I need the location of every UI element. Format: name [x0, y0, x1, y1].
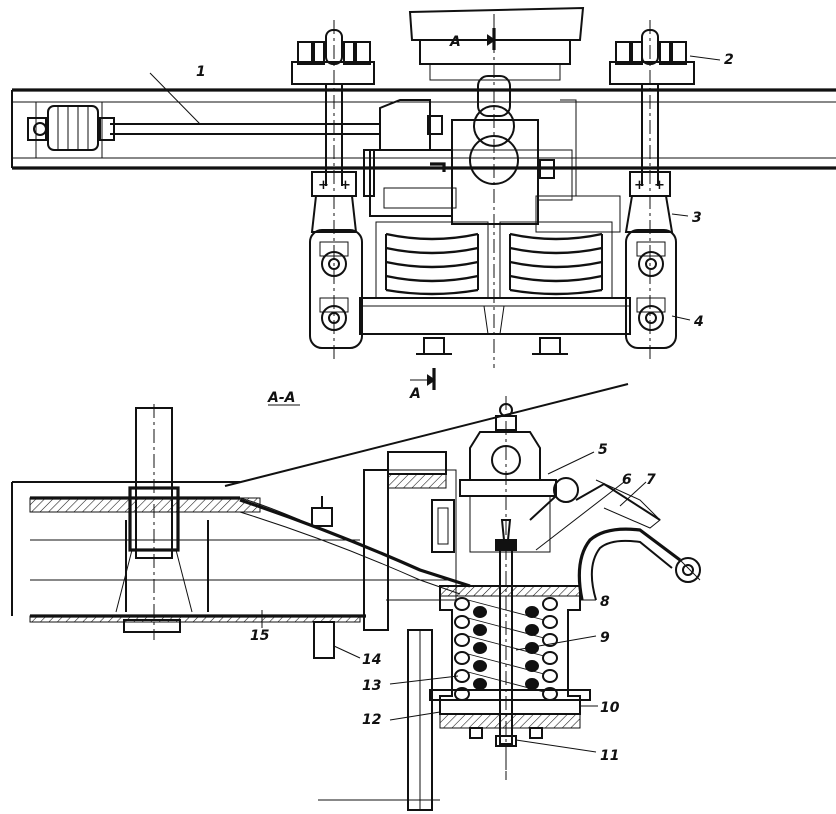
- callout-14: 14: [362, 652, 381, 668]
- spring-group-left: [375, 221, 489, 299]
- bolster-top-block: [408, 6, 585, 81]
- right-hanger-link: [624, 195, 691, 349]
- callout-15: 15: [250, 628, 270, 644]
- callout-1: 1: [196, 64, 206, 80]
- section-view: A-A: [11, 383, 701, 811]
- spring-housing: [429, 585, 591, 739]
- coil-spring-section: [454, 597, 558, 701]
- sloping-strap: [239, 496, 471, 595]
- damper-rod-9: [495, 519, 517, 770]
- pipe-7: [577, 527, 701, 601]
- callout-11: 11: [600, 748, 619, 764]
- rod-1: [27, 72, 380, 151]
- svg-text:+: +: [340, 178, 351, 193]
- callout-2: 2: [724, 52, 734, 68]
- coil-right-column: [525, 597, 558, 701]
- section-cut-bottom: A: [409, 368, 436, 402]
- section-cut-bottom-label: A: [409, 386, 421, 402]
- body-slope-line: [224, 383, 629, 487]
- callout-10: 10: [600, 700, 620, 716]
- svg-text:+: +: [318, 178, 329, 193]
- left-hanger-top: + +: [291, 20, 375, 360]
- pedestal-box: [363, 451, 457, 811]
- section-view-title: A-A: [267, 390, 295, 406]
- callout-7: 7: [646, 472, 656, 488]
- side-frame-beam: [11, 88, 836, 170]
- vertical-post: [115, 404, 209, 640]
- callout-8: 8: [600, 594, 610, 610]
- side-frame-section: [11, 481, 450, 633]
- svg-text:+: +: [634, 178, 645, 193]
- callout-12: 12: [362, 712, 381, 728]
- left-hanger-link: [309, 195, 363, 349]
- spring-plank: [359, 297, 631, 355]
- callout-13: 13: [362, 678, 381, 694]
- svg-text:+: +: [654, 178, 665, 193]
- callout-9: 9: [600, 630, 610, 646]
- spring-group-right: [499, 221, 613, 299]
- plan-view: + + + +: [11, 6, 836, 402]
- coil-left-column: [454, 597, 487, 701]
- callout-3: 3: [692, 210, 702, 226]
- center-pivot-assembly: [363, 14, 621, 368]
- section-cut-top-label: A: [449, 34, 461, 50]
- lug-14: [313, 621, 335, 659]
- callout-4: 4: [693, 314, 704, 330]
- callout-labels: 1 2 3 4 5 6 7 8 9 10 11 12 13 14 15: [196, 52, 734, 764]
- callout-5: 5: [598, 442, 608, 458]
- lever-linkage: [529, 477, 661, 529]
- section-cut-top: A: [449, 28, 496, 50]
- leader-lines: [261, 451, 647, 753]
- callout-6: 6: [622, 472, 632, 488]
